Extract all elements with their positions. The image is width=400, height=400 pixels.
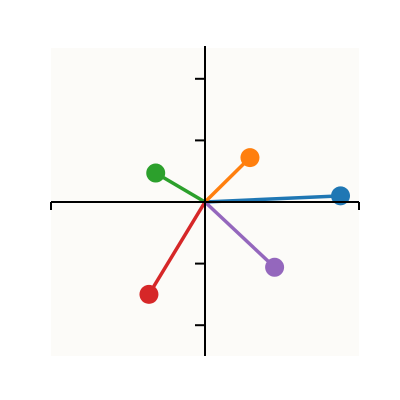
- vector-point-4: [139, 284, 159, 304]
- vector-point-2: [240, 148, 260, 168]
- vector-line-3: [154, 171, 206, 204]
- vector-line-4: [147, 201, 207, 296]
- vector-line-1: [204, 194, 341, 204]
- vector-point-5: [265, 257, 285, 277]
- axes-group: [50, 46, 360, 356]
- vector-series-group: [139, 148, 351, 304]
- vector-point-3: [146, 163, 166, 183]
- vector-line-2: [203, 156, 252, 204]
- vector-line-5: [203, 200, 276, 269]
- vector-point-1: [331, 186, 351, 206]
